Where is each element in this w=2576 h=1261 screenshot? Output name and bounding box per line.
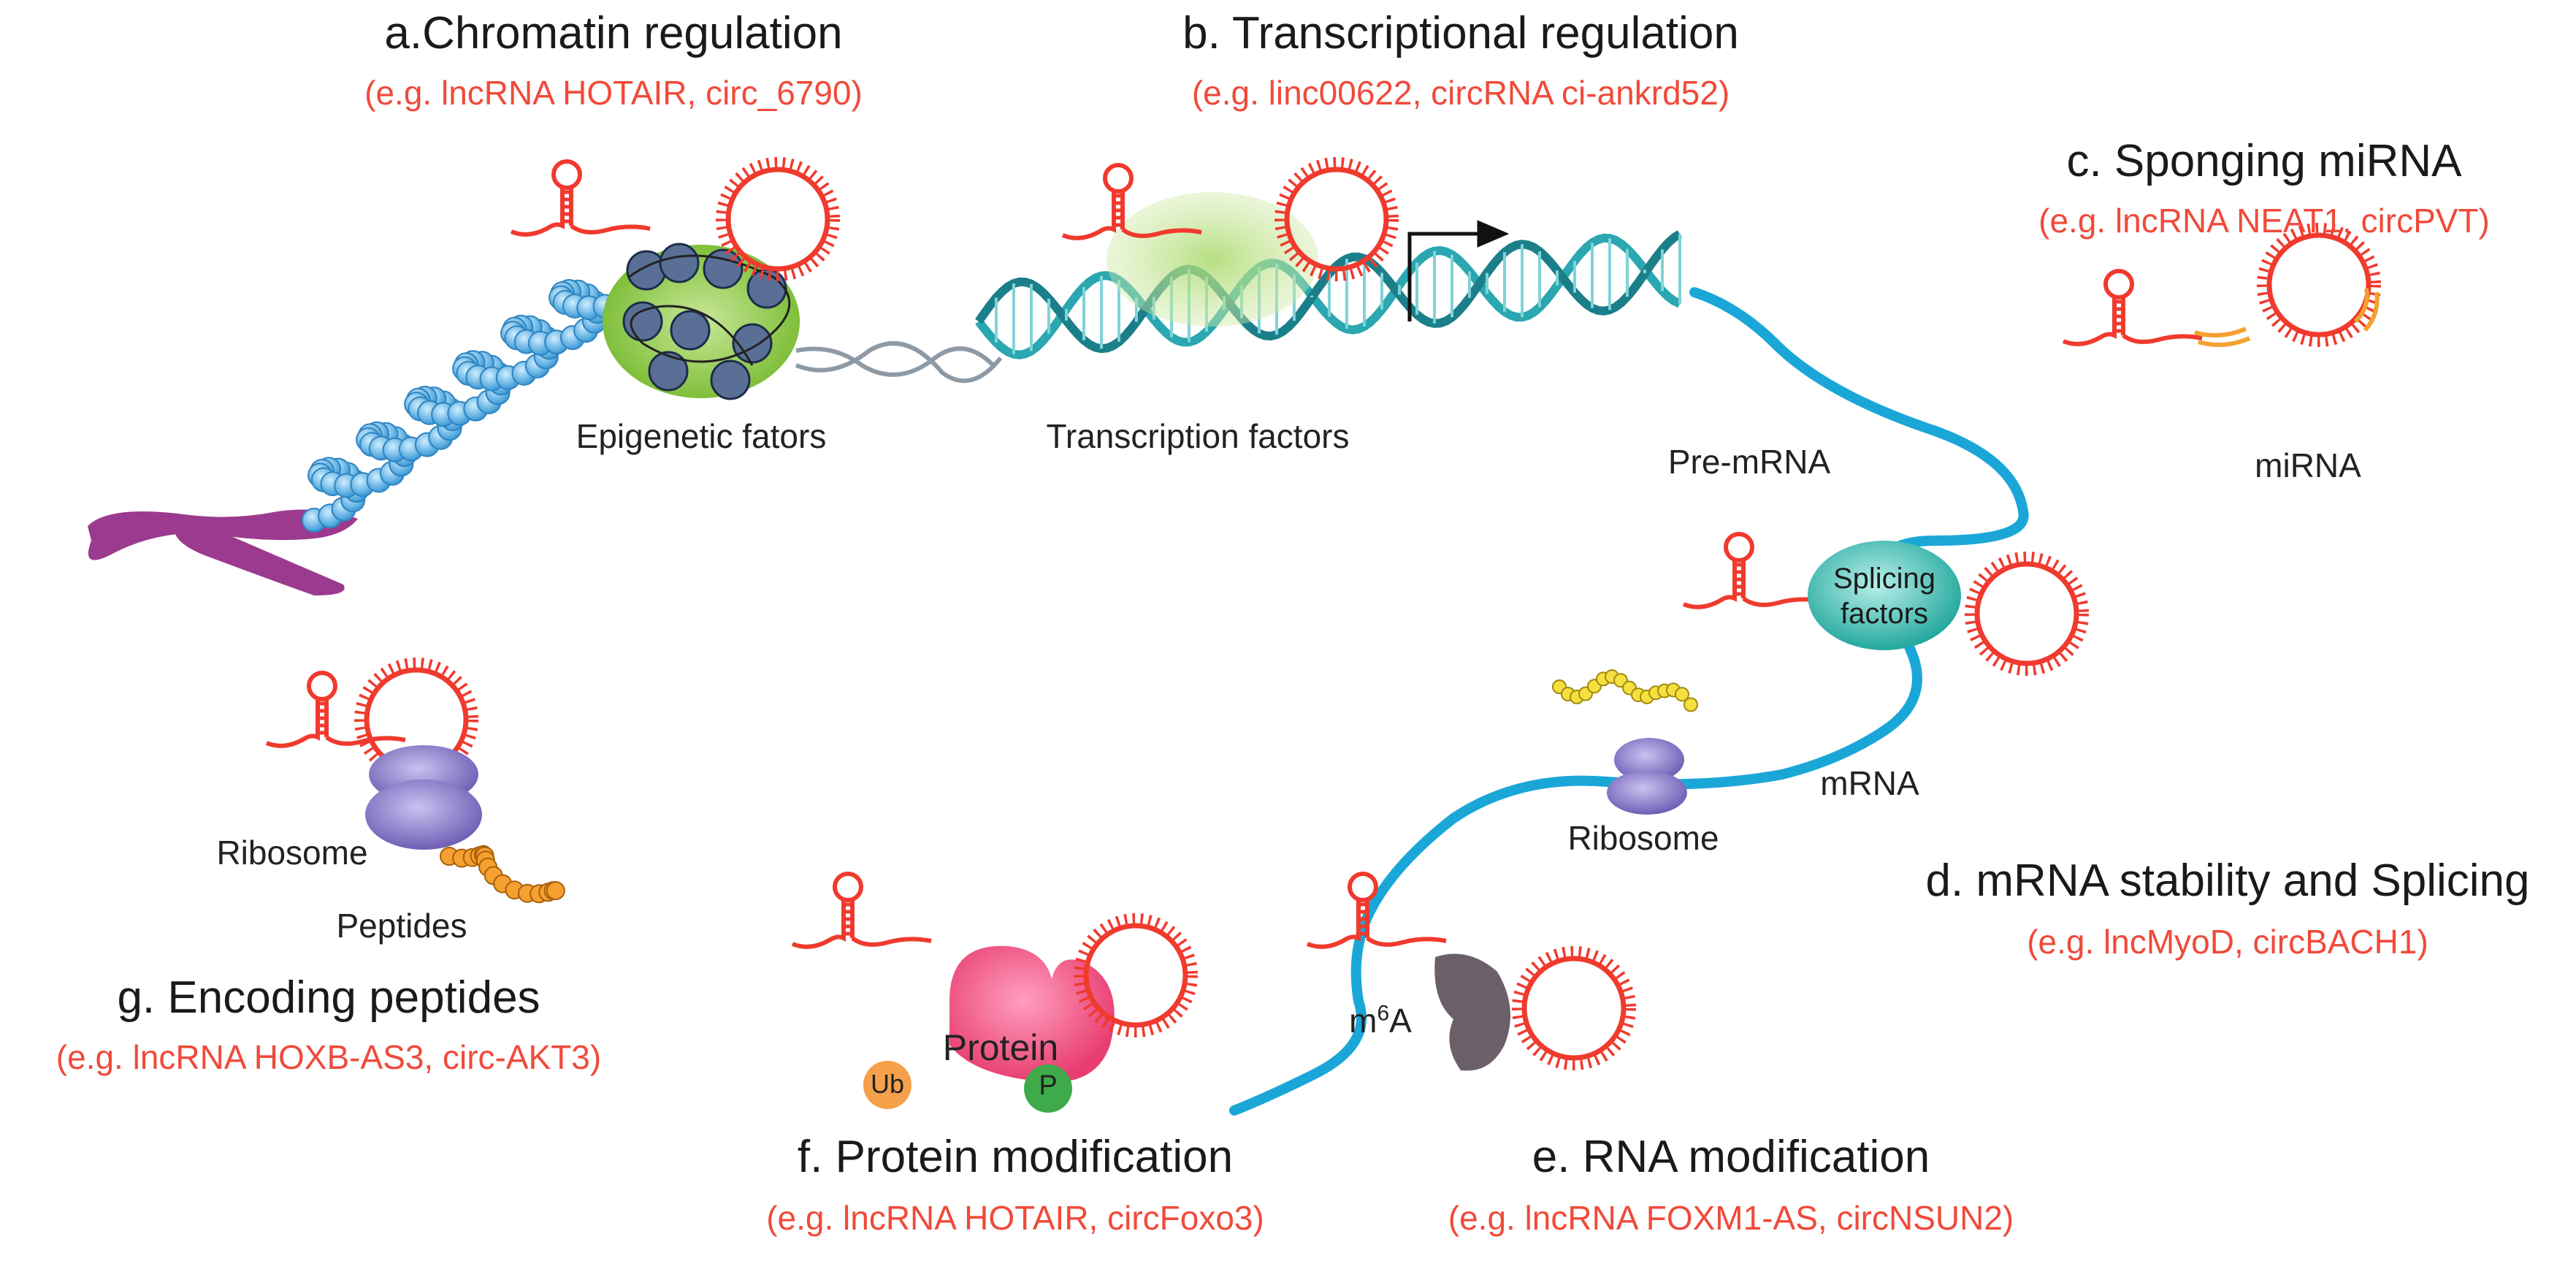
section-g-title: g. Encoding peptides [117, 972, 540, 1023]
label-mrna: mRNA [1820, 764, 1919, 802]
transcription-factor-blob [1107, 192, 1318, 327]
transcription-start-arrow [1407, 220, 1510, 321]
peptide-bead [1683, 697, 1698, 712]
m6a-sup: 6 [1377, 1001, 1390, 1026]
splicing-line2: factors [1840, 598, 1929, 630]
label-peptides: Peptides [336, 907, 467, 945]
m6a-tail: A [1389, 1002, 1412, 1040]
circrna-e-icon [1517, 951, 1631, 1065]
pre-mrna-strand [1229, 287, 2029, 1116]
ribosome-g-icon [365, 745, 482, 850]
label-mirna: miRNA [2255, 446, 2361, 484]
m6a-base: m [1349, 1002, 1377, 1040]
section-f-title: f. Protein modification [797, 1132, 1234, 1182]
label-epigenetic-factors: Epigenetic fators [576, 417, 827, 455]
ub-icon [863, 1061, 911, 1109]
mirna-strand-icon [2194, 327, 2251, 347]
peptide-chain-d [1552, 669, 1698, 712]
dna-double-helix [975, 230, 1683, 359]
dna-thin-strand [795, 341, 1003, 384]
protein-icon [949, 945, 1115, 1083]
splicing-line1: Splicing [1832, 563, 1936, 595]
label-transcription-factors: Transcription factors [1046, 417, 1350, 455]
splicing-factors-blob [1808, 541, 1961, 650]
lncrna-e-icon [1307, 874, 1446, 947]
chromosome-icon [88, 509, 358, 595]
section-e-example: (e.g. lncRNA FOXM1-AS, circNSUN2) [1448, 1199, 2014, 1237]
label-ribosome-g: Ribosome [216, 834, 368, 872]
label-splicing-factors: Splicing factors [1833, 561, 1935, 631]
section-g-example: (e.g. lncRNA HOXB-AS3, circ-AKT3) [56, 1038, 602, 1076]
section-a-title: a.Chromatin regulation [384, 8, 843, 58]
chromatin-coil [302, 254, 658, 533]
label-pre-mrna: Pre-mRNA [1667, 443, 1831, 481]
circrna-d-icon [1970, 557, 2084, 671]
label-protein: Protein [942, 1027, 1059, 1068]
section-b-example: (e.g. linc00622, circRNA ci-ankrd52) [1191, 74, 1730, 112]
section-d-title: d. mRNA stability and Splicing [1925, 856, 2530, 906]
m6a-reader-icon [1434, 953, 1510, 1071]
section-c-example: (e.g. lncRNA NEAT1, circPVT) [2038, 202, 2490, 240]
section-c-title: c. Sponging miRNA [2066, 136, 2462, 186]
peptide-chain-g [440, 845, 565, 904]
peptide-bead [546, 881, 565, 901]
section-d-example: (e.g. lncMyoD, circBACH1) [2027, 923, 2428, 961]
label-m6a: m6A [1349, 1001, 1412, 1040]
lncrna-a-icon [511, 161, 650, 235]
lncrna-d-icon [1683, 534, 1822, 607]
lncrna-f-icon [792, 874, 931, 947]
section-f-example: (e.g. lncRNA HOTAIR, circFoxo3) [766, 1199, 1264, 1237]
lncrna-c-icon [2063, 271, 2202, 344]
section-e-title: e. RNA modification [1532, 1132, 1930, 1182]
phospho-icon [1024, 1064, 1072, 1113]
mirna-bound-icon [2353, 288, 2380, 332]
label-ribosome-d: Ribosome [1567, 819, 1719, 857]
section-a-example: (e.g. lncRNA HOTAIR, circ_6790) [364, 74, 863, 112]
ribosome-d-icon [1607, 738, 1687, 815]
label-p: P [1039, 1070, 1058, 1101]
peptide-bead [1675, 687, 1689, 702]
section-b-title: b. Transcriptional regulation [1182, 8, 1739, 58]
label-ub: Ub [870, 1069, 905, 1099]
circrna-c-icon [2262, 228, 2376, 342]
